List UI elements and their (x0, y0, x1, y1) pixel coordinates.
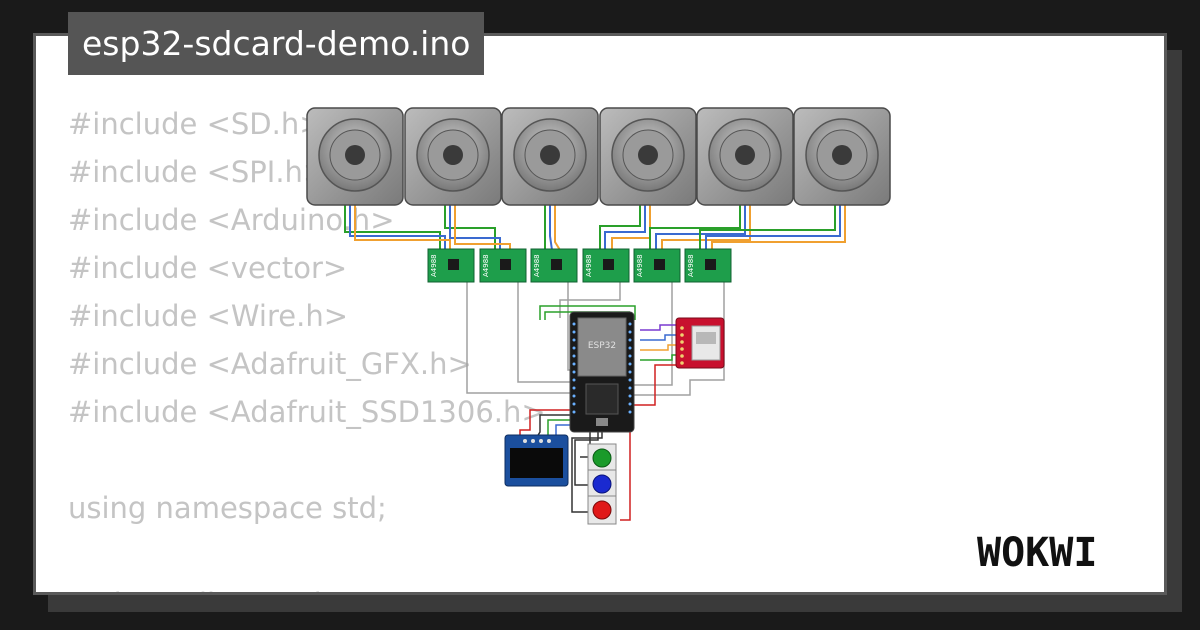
stepper-motor (501, 107, 599, 206)
svg-text:ESP32: ESP32 (588, 341, 616, 351)
stepper-motor (793, 107, 891, 206)
sd-card-module (675, 317, 725, 369)
svg-text:A4988: A4988 (533, 254, 541, 277)
svg-text:A4988: A4988 (636, 254, 644, 277)
svg-text:WOKWI: WOKWI (977, 530, 1097, 576)
esp32-board: ESP32 (569, 311, 635, 433)
a4988-driver: A4988 (582, 248, 630, 283)
stepper-motor (306, 107, 404, 206)
stepper-motor (696, 107, 794, 206)
code-line: #include <Arduino.h> (68, 203, 395, 237)
svg-text:A4988: A4988 (687, 254, 695, 277)
stepper-motor (599, 107, 697, 206)
svg-text:A4988: A4988 (430, 254, 438, 277)
code-line: #include <Adafruit_GFX.h> (68, 347, 472, 381)
code-line: #include <Adafruit_SSD1306.h> (68, 395, 546, 429)
code-line: using namespace std; (68, 491, 387, 525)
code-line: #include <vector> (68, 251, 348, 285)
motor-wires (344, 205, 846, 251)
a4988-driver: A4988 (633, 248, 681, 283)
a4988-driver: A4988 (427, 248, 475, 283)
green-button (587, 443, 617, 473)
a4988-driver: A4988 (684, 248, 732, 283)
wokwi-logo: WOKWI (977, 530, 1097, 576)
code-preview: #include <SD.h> #include <SPI.h> #includ… (68, 100, 546, 592)
code-line: #include <Wire.h> (68, 299, 349, 333)
code-line: #include <SD.h> (68, 107, 324, 141)
a4988-driver: A4988 (530, 248, 578, 283)
oled-display (504, 434, 569, 487)
svg-text:A4988: A4988 (482, 254, 490, 277)
stepper-motor (404, 107, 502, 206)
svg-text:A4988: A4988 (585, 254, 593, 277)
a4988-driver: A4988 (479, 248, 527, 283)
stepper-motors (306, 107, 891, 206)
stepper-drivers: A4988 A4988 A4988 A4988 A4988 A4988 (427, 248, 732, 283)
code-line: #include <SPI.h> (68, 155, 328, 189)
code-line: TaskHandle_t TaskP (68, 580, 546, 592)
file-title: esp32-sdcard-demo.ino (68, 12, 485, 75)
blue-button (587, 469, 617, 499)
red-button (587, 495, 617, 525)
